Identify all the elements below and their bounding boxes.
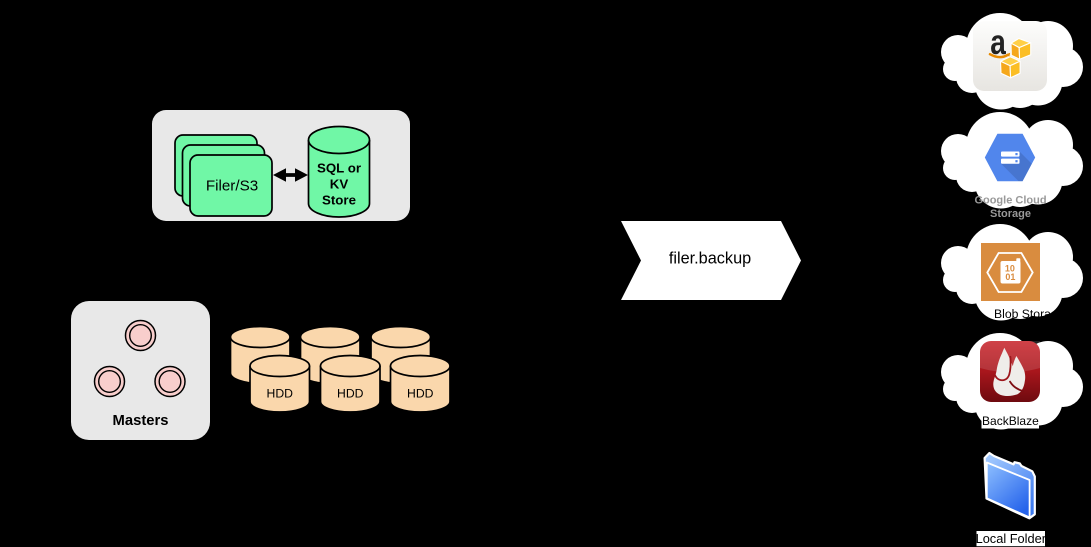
svg-text:01: 01 [1005,272,1015,282]
svg-text:HDD: HDD [267,386,294,400]
svg-text:Blob Storage: Blob Storage [994,307,1065,321]
svg-text:SQL or: SQL or [317,160,361,175]
svg-text:BackBlaze: BackBlaze [982,414,1039,428]
svg-text:Filer/S3: Filer/S3 [206,177,258,194]
svg-text:Local Folder: Local Folder [976,531,1047,546]
svg-text:Masters: Masters [113,413,169,429]
svg-text:Store: Store [322,192,356,207]
svg-text:Storage: Storage [990,208,1031,220]
svg-text:HDD: HDD [407,386,434,400]
svg-text:filer.backup: filer.backup [669,250,751,268]
svg-text:HDD: HDD [337,386,364,400]
svg-text:KV: KV [330,176,349,191]
svg-text:Google Cloud: Google Cloud [974,195,1046,207]
svg-text:a: a [990,22,1006,62]
svg-text:10: 10 [1005,263,1015,273]
